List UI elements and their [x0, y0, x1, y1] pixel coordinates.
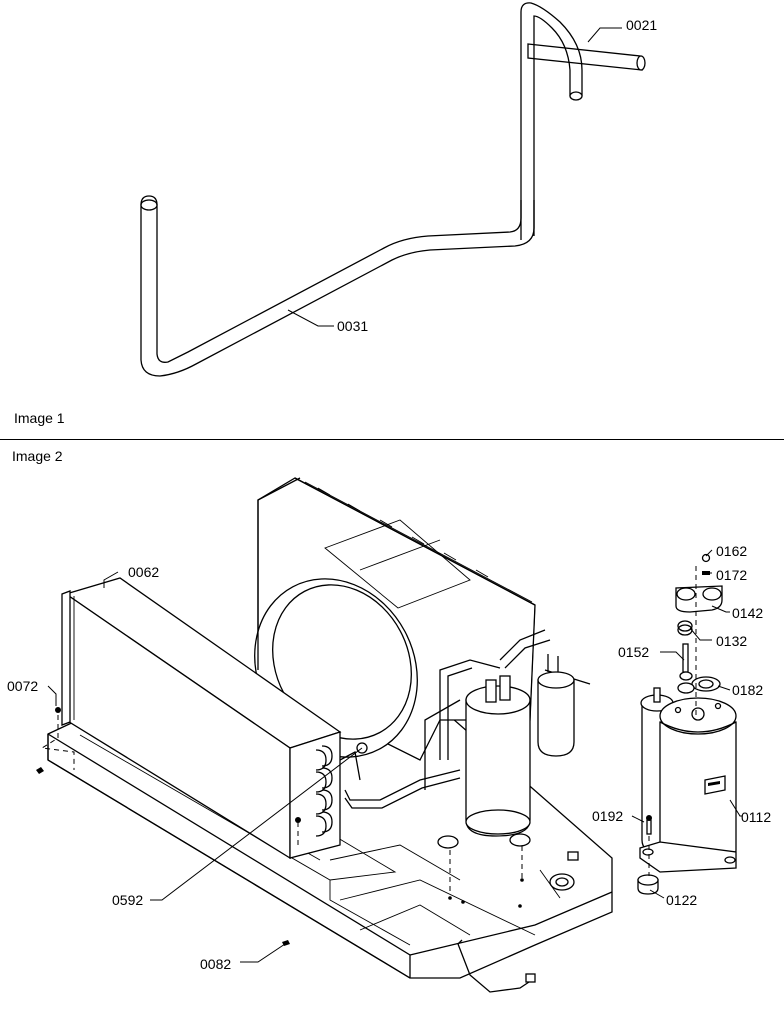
nut-parts: [701, 553, 711, 575]
callout-0122: 0122: [666, 892, 697, 908]
callout-0192: 0192: [592, 808, 623, 824]
overload-part: [679, 643, 693, 681]
callout-0182: 0182: [732, 682, 763, 698]
callout-0062: 0062: [128, 564, 159, 580]
callout-0031: 0031: [337, 318, 368, 334]
grommet-part: [637, 874, 659, 895]
callout-0162: 0162: [716, 543, 747, 559]
chassis-compressor: [437, 654, 575, 894]
callout-0592: 0592: [112, 892, 143, 908]
callout-0132: 0132: [716, 633, 747, 649]
image1-caption: Image 1: [14, 410, 65, 426]
bolt-part: [646, 815, 652, 835]
section-divider: [0, 439, 784, 440]
gasket-part: [677, 620, 693, 636]
terminal-gasket-part: [677, 676, 721, 694]
terminal-cover-part: [675, 585, 723, 613]
callout-0021: 0021: [626, 17, 657, 33]
callout-0112: 0112: [741, 809, 771, 825]
callout-0142: 0142: [732, 605, 763, 621]
coil-hairpins: [315, 745, 333, 837]
callout-0072: 0072: [7, 678, 38, 694]
refrigerant-tubing: [344, 629, 591, 809]
suction-tube-part: [140, 195, 535, 377]
discharge-tube-part: [520, 2, 646, 240]
callout-0172: 0172: [716, 567, 747, 583]
image2-caption: Image 2: [12, 448, 63, 464]
callout-0152: 0152: [618, 644, 649, 660]
callout-0082: 0082: [200, 956, 231, 972]
condenser-coil-part: [61, 577, 368, 860]
compressor-part: [639, 687, 737, 873]
